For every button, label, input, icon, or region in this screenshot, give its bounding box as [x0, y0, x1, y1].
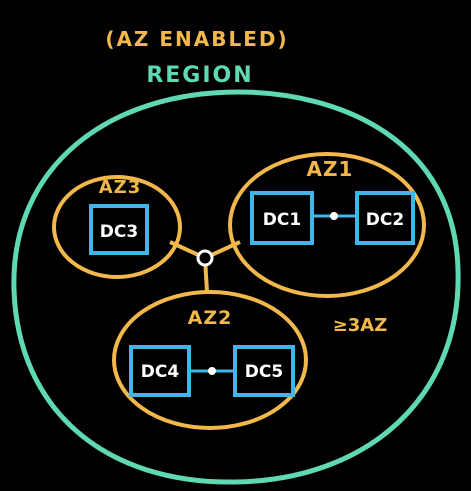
- dc4-label: DC4: [141, 362, 180, 382]
- min-az-note: ≥3AZ: [333, 315, 388, 336]
- az2-label: AZ2: [188, 307, 233, 329]
- az2-boundary: [112, 290, 308, 430]
- dc2-label: DC2: [366, 210, 404, 230]
- dc2-box: [355, 191, 415, 245]
- dc5-label: DC5: [245, 362, 283, 382]
- dc3-label: DC3: [100, 222, 138, 242]
- dc1-dc2-node: [330, 212, 338, 220]
- region-boundary: [11, 89, 461, 485]
- dc1-label: DC1: [263, 210, 301, 230]
- dc4-dc5-node: [208, 367, 216, 375]
- az-hub-node: [196, 249, 214, 267]
- title-line-2: REGION: [146, 63, 253, 88]
- az1-boundary: [228, 152, 426, 298]
- az3-label: AZ3: [99, 177, 142, 198]
- az3-boundary: [52, 175, 182, 279]
- az1-label: AZ1: [307, 157, 354, 181]
- dc1-box: [250, 191, 314, 245]
- title-line-1: (AZ ENABLED): [105, 27, 288, 51]
- dc3-box: [89, 204, 149, 255]
